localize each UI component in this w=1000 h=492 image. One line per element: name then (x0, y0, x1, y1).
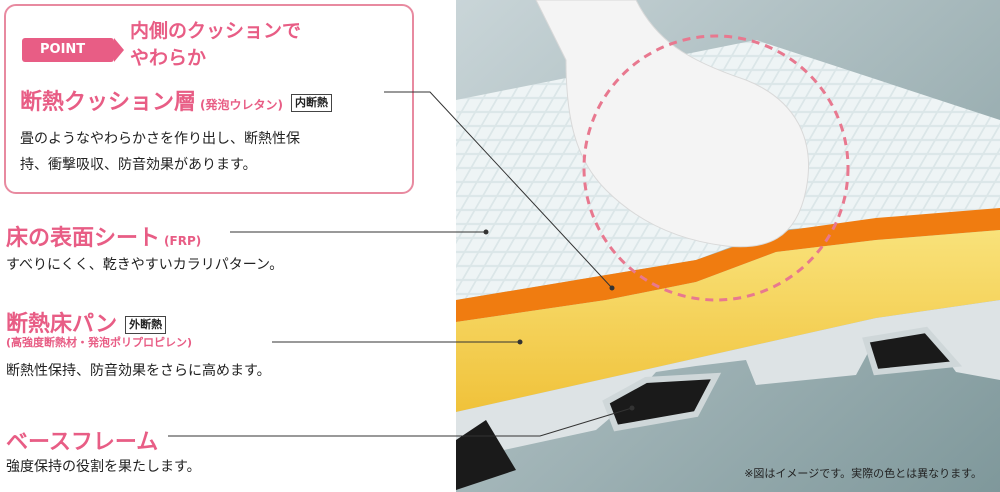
point-text-line-2: やわらか (130, 47, 207, 69)
cross-section-svg (456, 0, 1000, 492)
frame-hollow-2 (862, 326, 963, 376)
cushion-desc-line-1: 畳のようなやわらかさを作り出し、断熱性保 (20, 131, 300, 147)
floor-sheet-heading-text: 床の表面シート (6, 226, 161, 251)
cushion-heading-sub: (発泡ウレタン) (200, 98, 283, 112)
cushion-heading-text: 断熱クッション層 (20, 90, 197, 115)
point-text: 内側のクッションで やわらか (130, 18, 301, 72)
image-disclaimer-note: ※図はイメージです。実際の色とは異なります。 (744, 467, 982, 480)
floor-pan-subtitle: (高強度断熱材・発泡ポリプロピレン) (6, 336, 193, 349)
point-badge: POINT (22, 38, 124, 62)
floor-pan-description: 断熱性保持、防音効果をさらに高めます。 (6, 363, 271, 379)
base-frame-heading: ベースフレーム (6, 430, 159, 455)
inner-insulation-tag: 内断熱 (291, 94, 332, 112)
floor-pan-heading-text: 断熱床パン (6, 312, 118, 337)
floor-sheet-heading-sub: (FRP) (164, 234, 202, 248)
floor-pan-heading: 断熱床パン外断熱 (6, 306, 167, 338)
cushion-description: 畳のようなやわらかさを作り出し、断熱性保 持、衝撃吸収、防音効果があります。 (20, 126, 300, 178)
cushion-heading: 断熱クッション層(発泡ウレタン) 内断熱 (20, 84, 332, 116)
highlight-circle (582, 34, 850, 302)
cushion-layer (456, 208, 1000, 322)
outer-insulation-tag: 外断熱 (125, 316, 167, 334)
floor-cross-section-illustration (456, 0, 1000, 492)
point-callout: POINT 内側のクッションで やわらか 断熱クッション層(発泡ウレタン) 内断熱… (4, 4, 414, 194)
base-frame-description: 強度保持の役割を果たします。 (6, 459, 201, 475)
floor-sheet-description: すべりにくく、乾きやすいカラリパターン。 (6, 257, 284, 273)
cushion-desc-line-2: 持、衝撃吸収、防音効果があります。 (20, 157, 257, 173)
point-text-line-1: 内側のクッションで (130, 20, 302, 42)
frame-hollow-3 (456, 420, 516, 490)
insulation-pan (456, 230, 1000, 412)
floor-sheet-heading: 床の表面シート(FRP) (6, 220, 201, 252)
